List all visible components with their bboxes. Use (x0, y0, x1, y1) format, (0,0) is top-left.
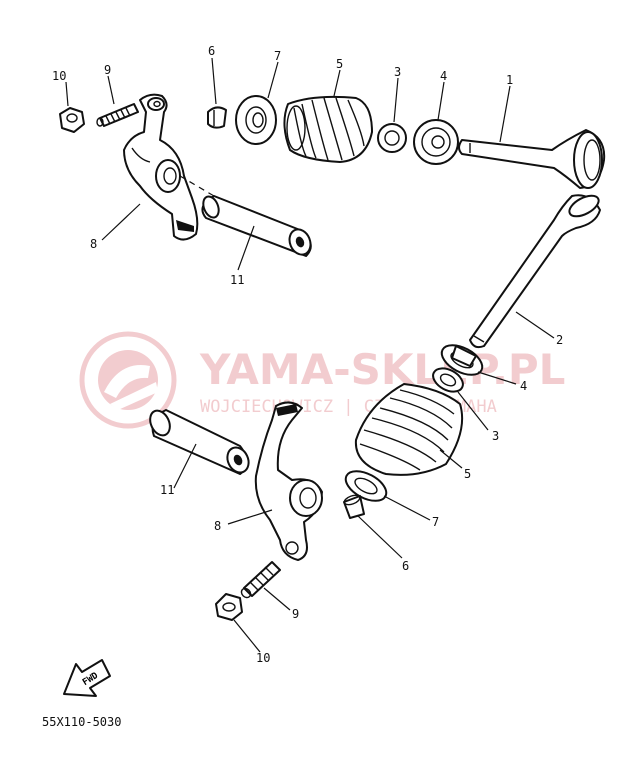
callout-lock-nut-bottom: 10 (256, 651, 270, 665)
fwd-arrow: FWD (63, 659, 111, 697)
rocker-arm-top (123, 93, 199, 241)
spring-retainer-top (235, 95, 277, 145)
callout-oil-seal-top: 4 (440, 69, 447, 83)
callout-valve-exhaust: 1 (506, 73, 513, 87)
rocker-shaft-bottom (149, 409, 250, 475)
oil-seal-bottom (440, 344, 484, 376)
callout-valve-cotter-bottom: 6 (402, 559, 409, 573)
callout-lock-nut-top: 10 (52, 69, 66, 83)
callout-rocker-arm-bottom: 8 (214, 519, 221, 533)
oil-seal-top (413, 119, 459, 165)
valve-cotter-top (207, 106, 227, 129)
spring-seat-top (377, 123, 407, 153)
callout-valve-cotter-top: 6 (208, 44, 215, 58)
callout-valve-spring-top: 5 (336, 57, 343, 71)
callout-rocker-shaft-top: 11 (230, 273, 244, 287)
callout-adjusting-screw-bottom: 9 (292, 607, 299, 621)
valve-spring-top (283, 95, 373, 163)
callout-valve-spring-bottom: 5 (464, 467, 471, 481)
callout-rocker-arm-top: 8 (90, 237, 97, 251)
callout-spring-retainer-top: 7 (274, 49, 281, 63)
callout-adjusting-screw-top: 9 (104, 63, 111, 77)
spring-seat-bottom (432, 367, 464, 393)
lock-nut-bottom (215, 593, 243, 621)
adjusting-screw-top (96, 103, 139, 127)
callout-rocker-shaft-bottom: 11 (160, 483, 174, 497)
callouts-top: 10 9 6 7 5 3 4 1 8 11 (52, 44, 513, 287)
callouts-bottom: 2 4 3 5 7 6 11 8 9 10 (160, 333, 563, 665)
top-assembly (59, 93, 606, 257)
watermark-logo (79, 331, 177, 429)
valve-cotter-bottom (343, 494, 365, 519)
valve-exhaust (458, 129, 606, 189)
valve-spring-bottom (354, 383, 464, 476)
callout-spring-seat-bottom: 3 (492, 429, 499, 443)
callout-oil-seal-bottom: 4 (520, 379, 527, 393)
rocker-arm-bottom (254, 401, 323, 561)
watermark-title: YAMA-SKLEP.PL (199, 345, 565, 394)
adjusting-screw-bottom (240, 561, 281, 599)
valve-intake (469, 194, 601, 349)
diagram-code: 55X110-5030 (42, 715, 121, 729)
lock-nut-top (59, 107, 85, 133)
leader-lines (65, 57, 555, 653)
rocker-shaft-top (201, 195, 312, 257)
callout-spring-retainer-bottom: 7 (432, 515, 439, 529)
callout-valve-intake: 2 (556, 333, 563, 347)
callout-spring-seat-top: 3 (394, 65, 401, 79)
bottom-assembly (149, 194, 601, 621)
